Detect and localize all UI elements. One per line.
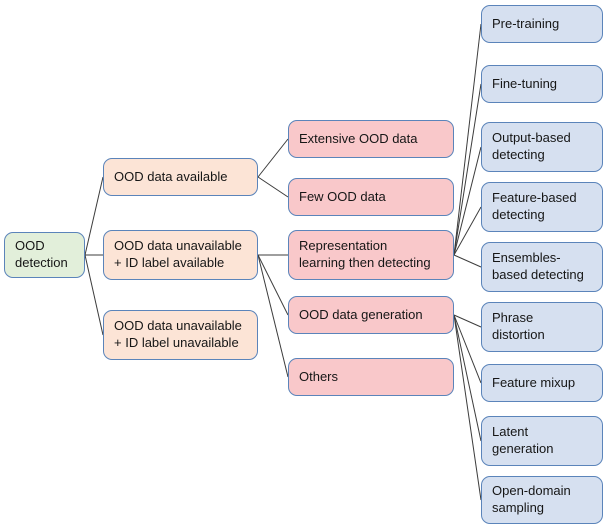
node-ood-data-generation: OOD data generation: [288, 296, 454, 334]
node-label-line: Latent: [492, 424, 529, 440]
edge-ood-data-available-to-extensive-ood-data: [257, 138, 289, 178]
node-label-line: Ensembles-: [492, 250, 561, 266]
node-label-line: Output-based: [492, 130, 571, 146]
node-label-line: detection: [15, 255, 68, 270]
edge-ood-data-generation-to-phrase-distortion: [453, 314, 482, 328]
node-label-line: OOD data unavailable: [114, 238, 242, 254]
node-label-line: distortion: [492, 327, 545, 342]
node-label-line: OOD data available: [114, 168, 228, 184]
edge-representation-learning-then-detecting-to-output-based-detecting: [453, 146, 482, 256]
node-fine-tuning: Fine-tuning: [481, 65, 603, 103]
edge-ood-data-generation-to-latent-generation: [453, 314, 482, 442]
edge-ood-data-generation-to-feature-mixup: [453, 314, 482, 384]
node-label-line: Extensive OOD data: [299, 130, 418, 146]
node-pre-training: Pre-training: [481, 5, 603, 43]
node-label-line: OOD data generation: [299, 306, 423, 322]
node-label-line: Representation: [299, 238, 388, 254]
edge-ood-data-available-to-few-ood-data: [257, 176, 289, 198]
node-label-line: detecting: [492, 147, 545, 162]
node-feature-mixup: Feature mixup: [481, 364, 603, 402]
node-label-line: Fine-tuning: [492, 75, 558, 91]
node-label-line: sampling: [492, 500, 545, 515]
edge-ood-unavailable-id-available-to-others: [257, 254, 289, 378]
node-label-line: Open-domain: [492, 483, 571, 499]
node-label-line: Feature mixup: [492, 374, 576, 390]
node-label-line: + ID label unavailable: [114, 335, 239, 350]
node-label-line: detecting: [492, 207, 545, 222]
node-label-line: Others: [299, 368, 339, 384]
node-label-line: OOD: [15, 238, 45, 254]
edge-ood-data-generation-to-open-domain-sampling: [453, 314, 482, 501]
edge-ood-detection-to-ood-unavailable-id-unavailable: [84, 254, 104, 336]
node-label-line: generation: [492, 441, 554, 456]
node-label-line: learning then detecting: [299, 255, 431, 270]
edge-ood-unavailable-id-available-to-ood-data-generation: [257, 254, 289, 316]
node-ood-data-available: OOD data available: [103, 158, 258, 196]
node-ood-unavailable-id-available: OOD data unavailable+ ID label available: [103, 230, 258, 280]
edge-representation-learning-then-detecting-to-fine-tuning: [453, 83, 482, 256]
edge-representation-learning-then-detecting-to-feature-based-detecting: [453, 206, 482, 256]
node-extensive-ood-data: Extensive OOD data: [288, 120, 454, 158]
node-label-line: Pre-training: [492, 15, 560, 31]
node-few-ood-data: Few OOD data: [288, 178, 454, 216]
node-label-line: + ID label available: [114, 255, 225, 270]
node-label-line: OOD data unavailable: [114, 318, 242, 334]
node-others: Others: [288, 358, 454, 396]
node-label-line: based detecting: [492, 267, 584, 282]
node-label-line: Feature-based: [492, 190, 577, 206]
edge-representation-learning-then-detecting-to-pre-training: [453, 23, 482, 256]
node-label-line: Phrase: [492, 310, 534, 326]
edge-representation-learning-then-detecting-to-ensembles-based-detecting: [453, 254, 482, 268]
node-label-line: Few OOD data: [299, 188, 386, 204]
node-ensembles-based-detecting: Ensembles-based detecting: [481, 242, 603, 292]
edge-ood-detection-to-ood-data-available: [84, 176, 104, 256]
node-ood-unavailable-id-unavailable: OOD data unavailable+ ID label unavailab…: [103, 310, 258, 360]
